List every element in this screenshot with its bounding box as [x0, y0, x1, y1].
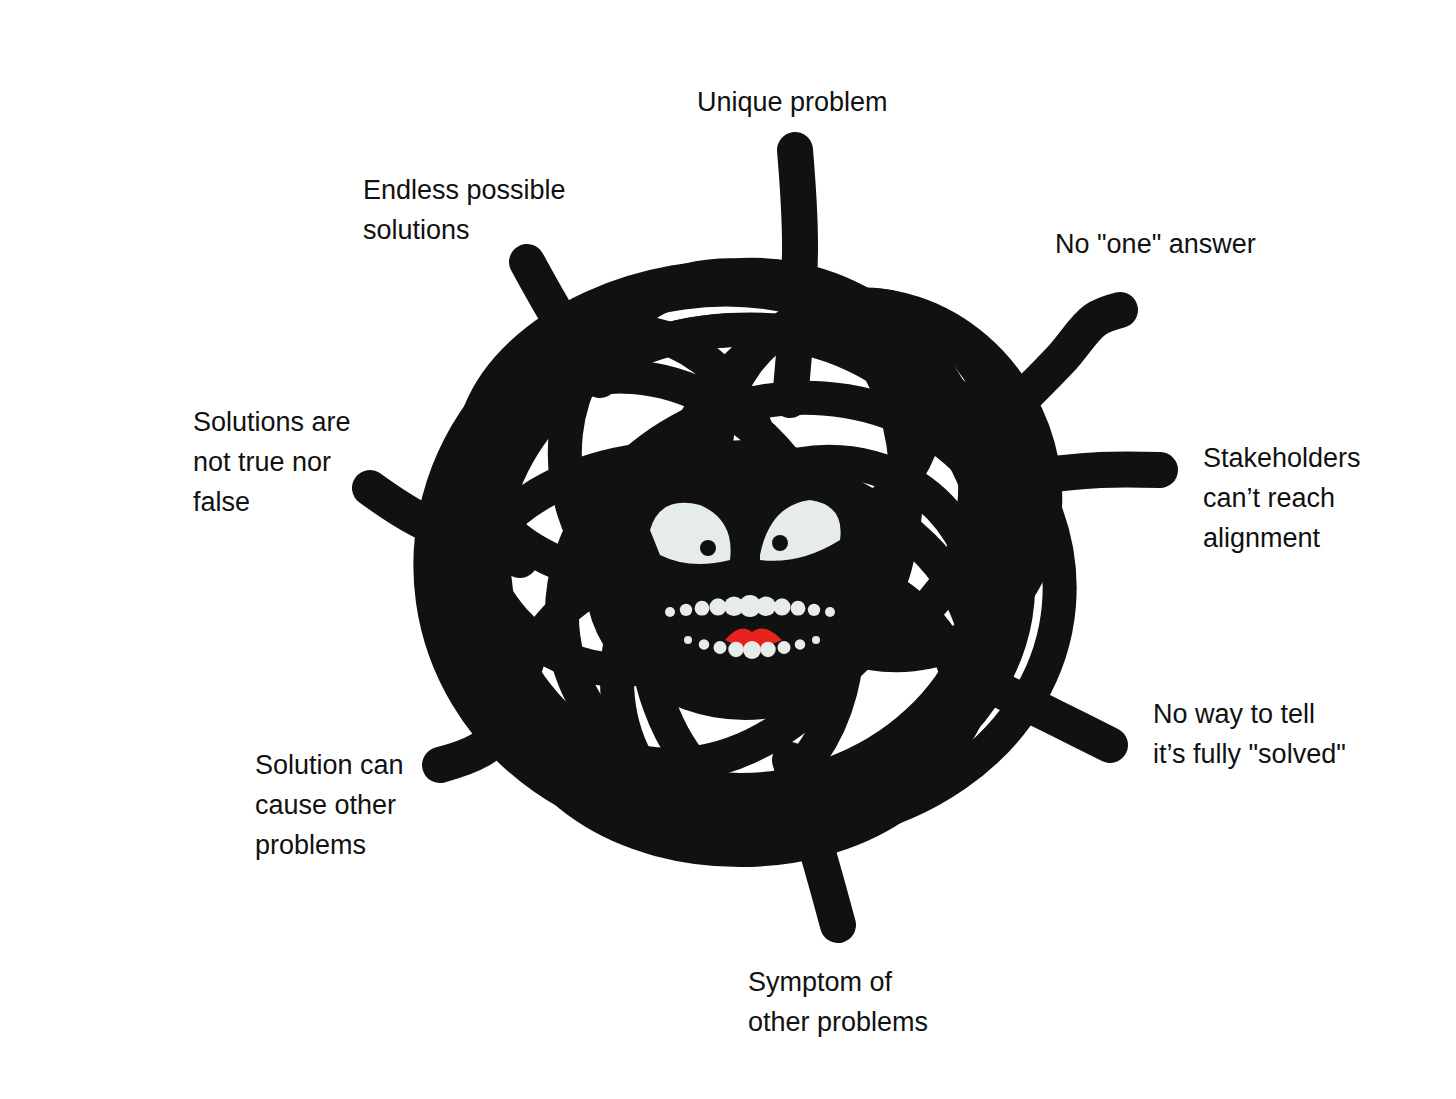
tentacle — [980, 680, 1110, 745]
tooth — [778, 641, 791, 654]
eyes — [650, 500, 841, 564]
pupil — [772, 535, 788, 551]
tooth — [795, 639, 806, 650]
tooth — [714, 641, 727, 654]
tooth — [743, 641, 761, 659]
tooth — [728, 642, 744, 658]
tooth — [709, 598, 726, 615]
tentacle — [790, 150, 800, 400]
eye — [650, 503, 731, 564]
tooth — [773, 598, 790, 615]
tentacle-label: Solutions are not true nor false — [193, 402, 365, 522]
tentacle-label: No way to tell it’s fully "solved" — [1153, 694, 1353, 774]
tooth — [825, 607, 835, 617]
tentacle-label: Stakeholders can’t reach alignment — [1203, 438, 1418, 558]
tooth — [808, 604, 820, 616]
tentacle-label: Unique problem — [697, 82, 888, 122]
tentacle — [1000, 470, 1160, 480]
tooth — [684, 636, 692, 644]
tentacle-label: No "one" answer — [1055, 224, 1256, 264]
tentacle — [440, 700, 540, 765]
tentacle-label: Endless possible solutions — [363, 170, 613, 250]
tooth — [699, 639, 710, 650]
tooth — [812, 636, 820, 644]
pupil — [700, 540, 716, 556]
eye — [760, 500, 841, 561]
tooth — [760, 642, 776, 658]
tentacle — [990, 310, 1120, 430]
tooth — [680, 604, 692, 616]
tooth — [695, 601, 710, 616]
tentacle — [527, 262, 600, 380]
face-ground — [585, 440, 905, 720]
tentacle — [370, 488, 520, 560]
tooth — [665, 607, 675, 617]
tentacle-label: Solution can cause other problems — [255, 745, 435, 865]
tooth — [756, 596, 776, 616]
tentacle — [790, 760, 838, 925]
mouth — [665, 595, 835, 659]
tooth — [791, 601, 806, 616]
tentacles — [370, 150, 1160, 925]
tentacle-label: Symptom of other problems — [748, 962, 948, 1042]
